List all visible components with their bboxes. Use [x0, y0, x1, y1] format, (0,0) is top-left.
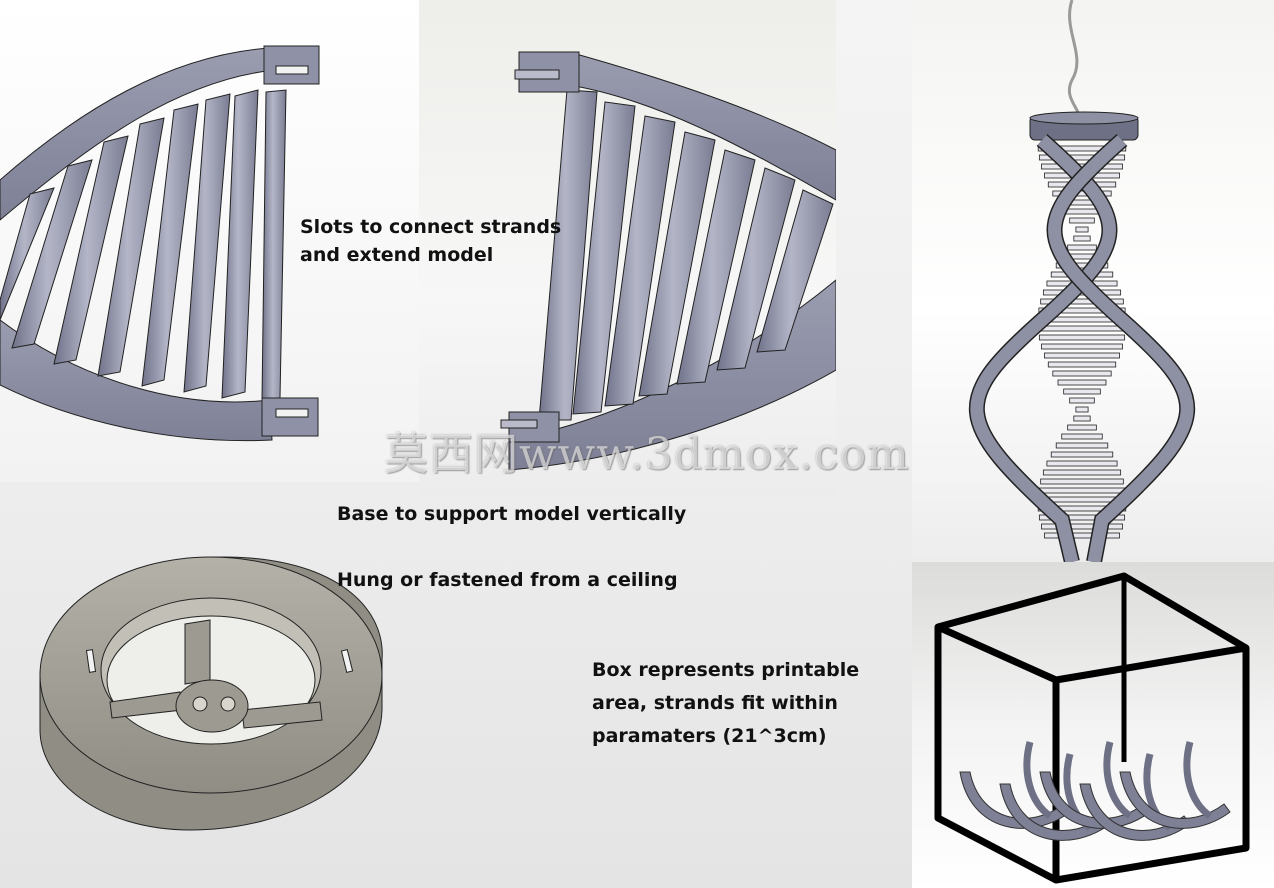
helix-rung [1057, 379, 1107, 386]
helix-rung [1075, 226, 1089, 233]
helix-rung [1044, 532, 1120, 539]
helix-rung [1046, 460, 1118, 467]
slots-caption-line2: and extend model [300, 244, 494, 266]
helix-rung [1063, 388, 1101, 395]
helix-rung [1041, 523, 1123, 530]
helix-rung [1052, 190, 1112, 197]
helix-rung [1038, 307, 1126, 314]
base-caption: Base to support model vertically [337, 503, 687, 525]
helix-rung [1069, 397, 1095, 404]
helix-rung [1044, 352, 1120, 359]
helix-rung [1037, 145, 1127, 152]
helix-rung [1055, 442, 1109, 449]
helix-rung [1038, 514, 1126, 521]
strand-piece [1103, 741, 1133, 819]
helix-rung [1041, 343, 1123, 350]
hung-caption: Hung or fastened from a ceiling [337, 569, 678, 591]
double-helix-render [912, 0, 1274, 562]
strand-piece [1023, 741, 1053, 819]
watermark: 莫西网www.3dmox.com [384, 429, 910, 480]
helix-rung [1040, 478, 1124, 485]
helix-rung [1073, 415, 1091, 422]
helix-rung [1037, 325, 1127, 332]
helix-rung [1038, 334, 1126, 341]
box-caption-line3: paramaters (21^3cm) [592, 725, 827, 747]
helix-rung [1047, 361, 1117, 368]
box-caption: Box represents printable area, strands f… [592, 654, 859, 753]
strand-segment-left-render [0, 0, 420, 482]
helix-rung [1040, 298, 1124, 305]
strand-segment-right-render [419, 0, 836, 498]
helix-rung [1067, 424, 1097, 431]
helix-rung [1063, 208, 1101, 215]
helix-rung [1038, 154, 1126, 161]
helix-rung [1061, 433, 1103, 440]
printable-area-box-render [912, 562, 1274, 888]
helix-rung [1052, 370, 1112, 377]
helix-rung [1055, 262, 1109, 269]
strand-piece [1183, 741, 1213, 819]
support-base-render [30, 540, 400, 840]
helix-rung [1075, 406, 1089, 413]
helix-rung [1067, 244, 1097, 251]
helix-rung [1069, 217, 1095, 224]
box-caption-line1: Box represents printable [592, 659, 860, 681]
helix-rung [1038, 487, 1126, 494]
helix-rung [1050, 451, 1114, 458]
slots-caption: Slots to connect strands and extend mode… [300, 213, 561, 269]
strand-piece [1119, 771, 1231, 829]
helix-rung [1073, 235, 1091, 242]
slots-caption-line1: Slots to connect strands [300, 216, 562, 238]
helix-rung [1042, 469, 1122, 476]
box-caption-line2: area, strands fit within [592, 692, 838, 714]
